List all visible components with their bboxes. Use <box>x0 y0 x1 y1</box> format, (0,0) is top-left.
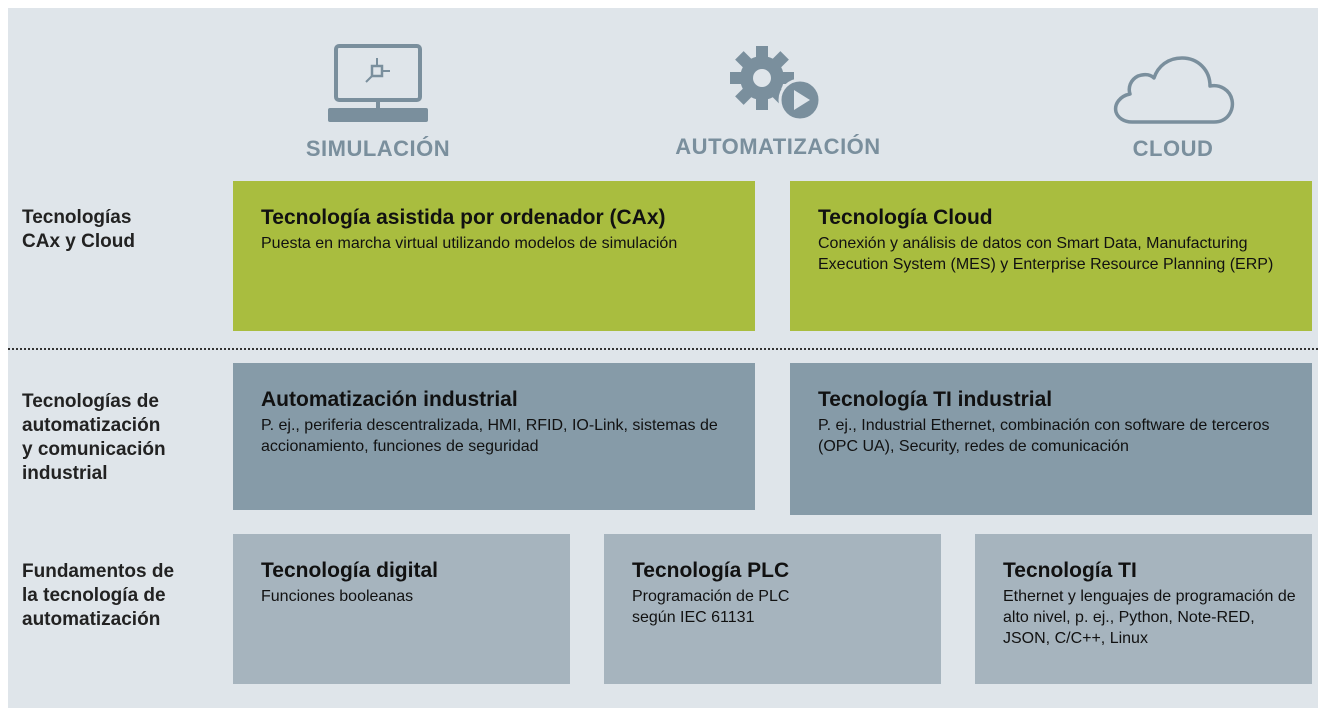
box-plc: Tecnología PLC Programación de PLC según… <box>604 534 941 684</box>
column-label-automation: AUTOMATIZACIÓN <box>675 134 881 159</box>
box-digital-desc: Funciones booleanas <box>261 588 414 605</box>
box-industrial-it-title: Tecnología TI industrial <box>818 388 1053 411</box>
dotted-separator <box>8 348 1318 350</box>
gear-play-icon <box>730 46 822 122</box>
box-cax: Tecnología asistida por ordenador (CAx) … <box>233 181 755 331</box>
box-digital-title: Tecnología digital <box>261 559 438 582</box>
cloud-icon <box>1113 56 1235 124</box>
box-cloud-title: Tecnología Cloud <box>818 206 993 229</box>
column-label-simulation: SIMULACIÓN <box>305 136 451 161</box>
box-cax-title: Tecnología asistida por ordenador (CAx) <box>261 206 666 229</box>
box-cloud-desc: Conexión y análisis de datos con Smart D… <box>818 235 1274 273</box>
box-it-desc: Ethernet y lenguajes de programación de … <box>1003 588 1296 647</box>
box-cax-desc: Puesta en marcha virtual utilizando mode… <box>261 235 678 252</box>
row-label-cax-cloud: Tecnologías CAx y Cloud <box>22 207 135 252</box>
box-it: Tecnología TI Ethernet y lenguajes de pr… <box>975 534 1312 684</box>
row-label-industrial: Tecnologías de automatización y comunica… <box>22 391 166 484</box>
box-industrial-automation-desc: P. ej., periferia descentralizada, HMI, … <box>261 417 718 455</box>
box-it-title: Tecnología TI <box>1003 559 1137 582</box>
box-industrial-it-desc: P. ej., Industrial Ethernet, combinación… <box>818 417 1270 455</box>
row-label-fundamentals: Fundamentos de la tecnología de automati… <box>22 561 175 630</box>
box-plc-title: Tecnología PLC <box>632 559 790 582</box>
box-cloud: Tecnología Cloud Conexión y análisis de … <box>790 181 1312 331</box>
box-industrial-automation: Automatización industrial P. ej., perife… <box>233 363 755 510</box>
box-plc-desc: Programación de PLC según IEC 61131 <box>632 588 790 626</box>
box-industrial-it: Tecnología TI industrial P. ej., Industr… <box>790 363 1312 515</box>
column-label-cloud: CLOUD <box>1132 136 1214 161</box>
diagram-canvas: SIMULACIÓN AUTOMATIZACIÓN CLOUD Tecnolog… <box>8 8 1318 708</box>
box-industrial-automation-title: Automatización industrial <box>261 388 518 411</box>
box-digital: Tecnología digital Funciones booleanas <box>233 534 570 684</box>
computer-icon <box>328 44 428 122</box>
